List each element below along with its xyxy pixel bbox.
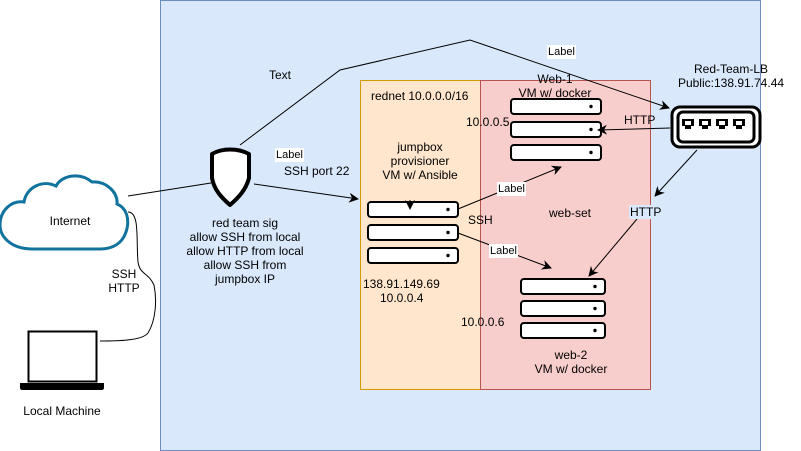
laptop-icon	[20, 330, 104, 390]
edge-label-jump-web2: Label	[489, 244, 518, 258]
edge-label-shield: Label	[275, 148, 304, 162]
internet-label: Internet	[49, 214, 91, 228]
web1-name: Web-1	[537, 72, 573, 86]
server-icon	[520, 278, 606, 339]
web1-ip: 10.0.0.5	[466, 115, 510, 129]
jumpbox-title-1: jumpbox	[397, 140, 443, 154]
server-icon	[510, 98, 602, 161]
loadbalancer-public-ip: Public:138.91.74.44	[677, 76, 785, 90]
edge-label-shield-lb: Label	[547, 45, 576, 59]
edge-label-jump-web1: Label	[497, 182, 526, 196]
edge-internet-shield	[127, 182, 212, 197]
edge-internet-local	[99, 211, 157, 342]
web-set-label: web-set	[549, 206, 592, 220]
edge-shield-loadbalancer	[239, 39, 670, 146]
loadbalancer-name: Red-Team-LB	[693, 62, 769, 76]
edge-lb-web2b	[588, 218, 638, 277]
shield-icon	[210, 147, 251, 207]
edge-lb-web2	[654, 149, 698, 197]
jumpbox-title-3: VM w/ Ansible	[382, 168, 458, 182]
ssh-jump-label: SSH	[468, 213, 493, 227]
web1-desc: VM w/ docker	[518, 86, 592, 100]
nsg-rule-1: red team sig	[211, 216, 279, 230]
cloud-icon	[0, 174, 130, 251]
jumpbox-title-2: provisioner	[390, 154, 450, 168]
web2-ip: 10.0.0.6	[461, 315, 505, 329]
nsg-rule-2: allow SSH from local	[189, 230, 301, 244]
edge-lb-web1	[597, 124, 671, 135]
web2-desc: VM w/ docker	[534, 362, 608, 376]
ssh-local-label: SSH	[111, 267, 137, 281]
server-icon	[367, 201, 459, 264]
nsg-rule-3: allow HTTP from local	[186, 244, 304, 258]
http-lb-web2-label: HTTP	[629, 205, 663, 219]
load-balancer-icon	[670, 105, 762, 149]
ssh-port-label: SSH port 22	[284, 164, 350, 178]
http-local-label: HTTP	[108, 281, 140, 295]
jumpbox-public-ip: 138.91.149.69	[363, 277, 440, 291]
http-lb-label: HTTP	[624, 113, 656, 127]
nsg-rule-4: allow SSH from	[203, 258, 287, 272]
rednet-label: rednet 10.0.0.0/16	[371, 89, 469, 103]
edge-shield-jumpbox	[253, 183, 359, 203]
jumpbox-private-ip: 10.0.0.4	[380, 291, 424, 305]
local-machine-label: Local Machine	[23, 404, 101, 418]
nsg-rule-5: jumpbox IP	[214, 272, 276, 286]
web2-name: web-2	[554, 348, 588, 362]
text-label: Text	[269, 68, 292, 82]
